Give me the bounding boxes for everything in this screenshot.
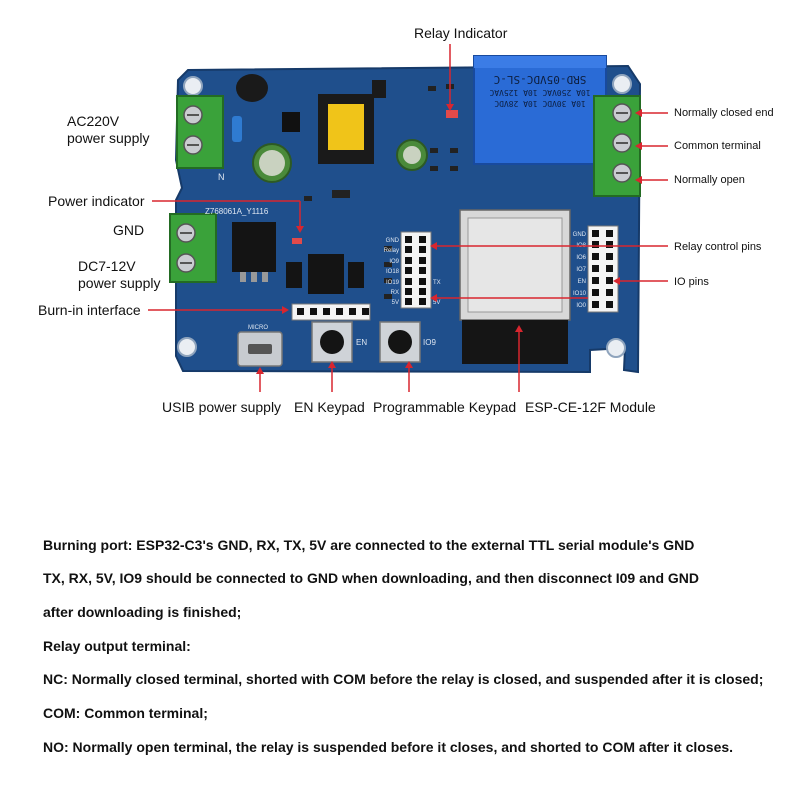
relay-terminal-block (593, 95, 641, 197)
en-button: EN (311, 321, 367, 363)
pin-label-right-4: IO7 (576, 267, 586, 273)
pin-label-right-7: IO0 (576, 303, 586, 309)
label-ac220v-line1: AC220V (67, 113, 120, 129)
micro-usb-port: MICRO (237, 325, 283, 367)
ac-terminal-block: N (176, 95, 225, 182)
label-gnd: GND (113, 222, 145, 238)
pcb-code: Z768061A_Y1116 (205, 207, 269, 216)
label-ac220v-line2: power supply (67, 130, 150, 146)
esp-module (459, 209, 571, 364)
label-en-keypad: EN Keypad (294, 399, 365, 415)
pin-label-left-1: GND (386, 238, 400, 244)
pin-label-left-4: IO18 (386, 269, 400, 275)
relay-rating-2: 10A 30VDC 10A 28VDC (494, 99, 586, 108)
power-components (232, 74, 428, 183)
description-line-5: NC: Normally closed terminal, shorted wi… (43, 671, 764, 687)
pin-label-left-3: IO9 (389, 259, 399, 265)
description-line-2: TX, RX, 5V, IO9 should be connected to G… (43, 570, 699, 586)
label-dc-line2: power supply (78, 275, 161, 291)
usb-silk-label: MICRO (248, 325, 268, 331)
description-line-1: Burning port: ESP32-C3's GND, RX, TX, 5V… (43, 537, 695, 553)
label-esp-module: ESP-CE-12F Module (525, 399, 656, 415)
burn-in-header (291, 303, 371, 321)
label-programmable-keypad: Programmable Keypad (373, 399, 517, 415)
side-label-5v: 5V (433, 300, 440, 306)
io9-silk-label: IO9 (423, 338, 436, 347)
label-power-indicator: Power indicator (48, 193, 145, 209)
label-relay-control-pins: Relay control pins (674, 241, 762, 253)
label-normally-open: Normally open (674, 174, 745, 186)
description-line-7: NO: Normally open terminal, the relay is… (43, 739, 734, 755)
pin-label-right-6: IO10 (573, 291, 587, 297)
label-dc-line1: DC7-12V (78, 258, 136, 274)
pin-label-left-7: 5V (392, 300, 399, 306)
en-silk-label: EN (356, 338, 367, 347)
relay-model-text: SRD-05VDC-SL-C (494, 73, 587, 86)
board-diagram: SRD-05VDC-SL-C 10A 250VAC 10A 125VAC 10A… (148, 44, 668, 392)
pin-label-left-5: IO19 (386, 280, 400, 286)
label-io-pins: IO pins (674, 276, 709, 288)
pin-label-right-5: EN (578, 279, 586, 285)
side-label-tx: TX (433, 280, 441, 286)
description-line-4: Relay output terminal: (43, 638, 191, 654)
voltage-regulators (232, 222, 364, 294)
description-line-6: COM: Common terminal; (43, 705, 208, 721)
label-burn-in: Burn-in interface (38, 302, 141, 318)
pin-label-right-1: GND (573, 232, 587, 238)
relay: SRD-05VDC-SL-C 10A 250VAC 10A 125VAC 10A… (473, 55, 607, 165)
pin-header-left: GND Relay IO9 IO18 IO19 RX 5V TX 5V (384, 231, 441, 309)
transformer (318, 94, 374, 164)
label-normally-closed: Normally closed end (674, 107, 774, 119)
pin-label-left-2: Relay (384, 248, 399, 254)
pin-label-right-3: IO6 (576, 255, 586, 261)
label-relay-indicator: Relay Indicator (414, 25, 508, 41)
dc-terminal-block (169, 213, 217, 283)
relay-rating-1: 10A 250VAC 10A 125VAC (489, 88, 590, 97)
terminal-label-n: N (218, 172, 225, 182)
pin-label-left-6: RX (391, 290, 399, 296)
description-line-3: after downloading is finished; (43, 604, 242, 620)
label-usb-power: USIB power supply (162, 399, 282, 415)
callouts (148, 44, 668, 392)
io9-button: IO9 (379, 321, 436, 363)
label-common-terminal: Common terminal (674, 140, 761, 152)
